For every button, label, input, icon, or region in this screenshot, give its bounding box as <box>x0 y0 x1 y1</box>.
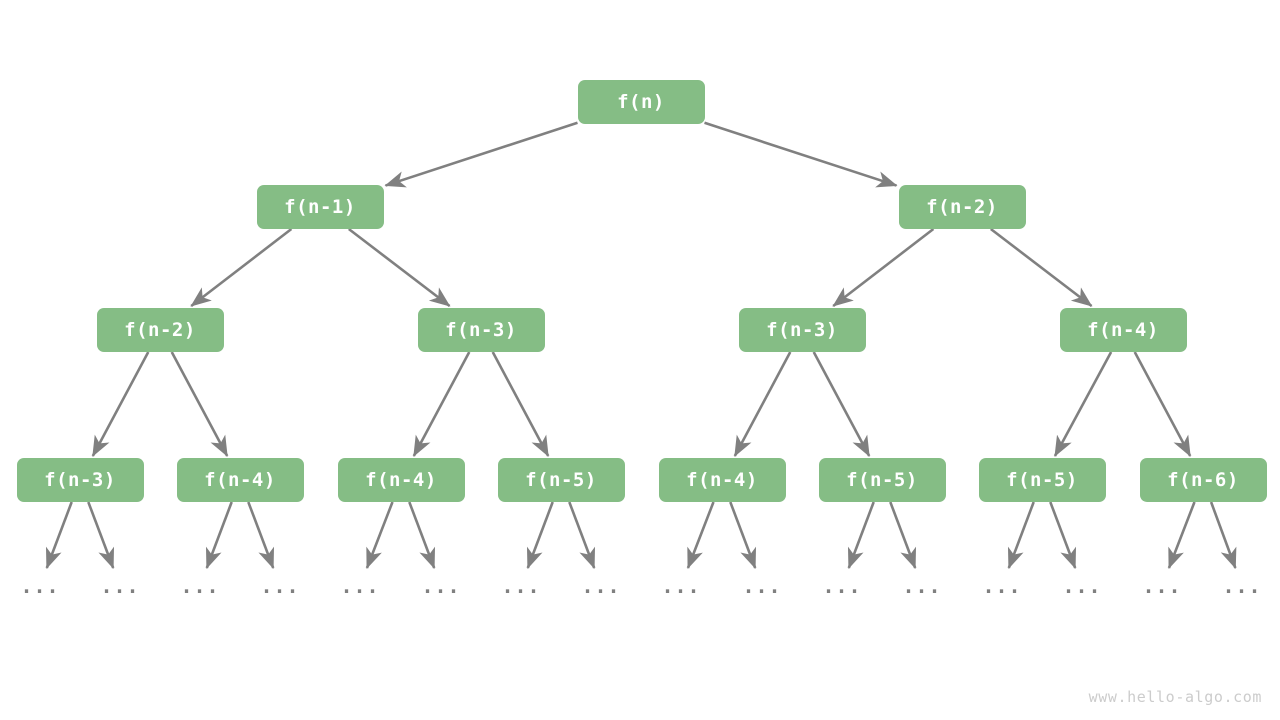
tree-node: f(n-4) <box>658 458 786 502</box>
tree-edge <box>365 501 394 569</box>
ellipsis-marker: ... <box>180 574 220 598</box>
tree-edge <box>1133 351 1192 457</box>
tree-node: f(n-4) <box>1059 308 1187 352</box>
ellipsis-marker: ... <box>581 574 621 598</box>
ellipsis-marker: ... <box>1062 574 1102 598</box>
ellipsis-marker: ... <box>661 574 701 598</box>
ellipsis-marker: ... <box>340 574 380 598</box>
tree-edge <box>1049 501 1077 569</box>
tree-edge <box>247 501 275 569</box>
tree-edge <box>408 501 436 569</box>
tree-edge <box>205 501 233 569</box>
tree-edge <box>812 351 871 457</box>
tree-edge <box>45 501 73 569</box>
tree-node: f(n-3) <box>16 458 144 502</box>
ellipsis-marker: ... <box>501 574 541 598</box>
tree-edge <box>568 501 596 569</box>
ellipsis-marker: ... <box>1142 574 1182 598</box>
ellipsis-marker: ... <box>742 574 782 598</box>
tree-edge <box>526 501 554 569</box>
tree-node: f(n-4) <box>337 458 465 502</box>
tree-node: f(n-3) <box>738 308 866 352</box>
ellipsis-marker: ... <box>20 574 60 598</box>
tree-node: f(n-1) <box>256 185 384 229</box>
tree-edge <box>170 351 229 457</box>
tree-edge <box>686 501 715 569</box>
tree-edge <box>1209 501 1237 569</box>
tree-edge <box>412 351 471 457</box>
ellipsis-marker: ... <box>822 574 862 598</box>
tree-edge <box>491 351 550 457</box>
tree-node: f(n-5) <box>978 458 1106 502</box>
tree-edge <box>1053 351 1113 457</box>
ellipsis-marker: ... <box>260 574 300 598</box>
tree-node: f(n-2) <box>96 308 224 352</box>
tree-edge <box>87 501 115 569</box>
watermark: www.hello-algo.com <box>1088 688 1262 706</box>
tree-edge <box>847 501 875 569</box>
tree-edge <box>889 501 917 569</box>
ellipsis-marker: ... <box>1222 574 1262 598</box>
tree-edge <box>1167 501 1196 569</box>
tree-edge <box>348 227 451 308</box>
tree-edge <box>729 501 757 569</box>
tree-node: f(n-4) <box>176 458 304 502</box>
ellipsis-marker: ... <box>902 574 942 598</box>
tree-edge <box>832 227 935 308</box>
tree-edge <box>91 351 150 457</box>
tree-edge <box>1007 501 1035 569</box>
tree-node: f(n-6) <box>1139 458 1267 502</box>
tree-node: f(n) <box>577 80 705 124</box>
tree-edge <box>733 351 792 457</box>
tree-edge <box>384 121 578 188</box>
tree-edge <box>190 227 293 308</box>
tree-node: f(n-5) <box>497 458 625 502</box>
ellipsis-marker: ... <box>421 574 461 598</box>
tree-node: f(n-5) <box>818 458 946 502</box>
tree-node: f(n-3) <box>417 308 545 352</box>
ellipsis-marker: ... <box>982 574 1022 598</box>
tree-edge <box>990 227 1093 308</box>
tree-edge <box>704 121 898 188</box>
tree-node: f(n-2) <box>898 185 1026 229</box>
ellipsis-marker: ... <box>100 574 140 598</box>
